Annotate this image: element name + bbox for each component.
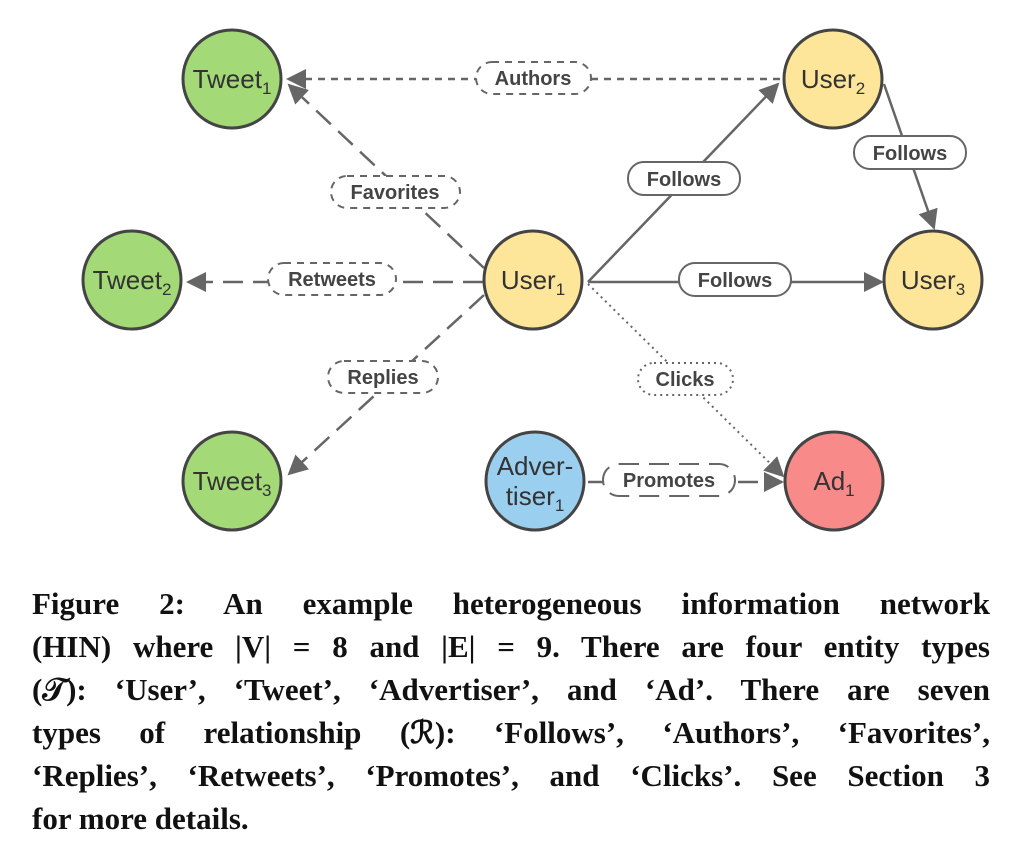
svg-text:Clicks: Clicks	[656, 369, 715, 391]
node-advertiser1-circle	[484, 430, 586, 532]
node-tweet1: Tweet1	[181, 28, 283, 130]
svg-text:Adver-: Adver-	[497, 451, 574, 481]
label-clicks: Clicks	[637, 362, 734, 396]
label-follows-user2: Follows	[627, 161, 741, 196]
node-tweet1-circle	[181, 28, 283, 130]
caption-line-5: ‘Replies’, ‘Retweets’, ‘Promotes’, and ‘…	[32, 758, 990, 793]
caption-line-6: for more details.	[32, 801, 249, 836]
label-authors: Authors	[475, 61, 592, 95]
caption-line-1: Figure 2: An example heterogeneous infor…	[32, 586, 990, 621]
caption-line-3: (𝒯): ‘User’, ‘Tweet’, ‘Advertiser’, and …	[32, 672, 990, 707]
caption-line-2: (HIN) where |V| = 8 and |E| = 9. There a…	[32, 629, 990, 664]
svg-text:Tweet2: Tweet2	[93, 265, 172, 299]
svg-text:Follows: Follows	[698, 270, 772, 292]
svg-text:User1: User1	[501, 265, 565, 299]
svg-text:Authors: Authors	[495, 68, 572, 90]
svg-text:Tweet1: Tweet1	[193, 64, 272, 98]
node-tweet3-circle	[181, 430, 283, 532]
label-favorites: Favorites	[330, 175, 461, 209]
node-user3: User3	[882, 229, 984, 331]
node-user3-circle	[882, 229, 984, 331]
caption-line-4: types of relationship (ℛ): ‘Follows’, ‘A…	[32, 715, 990, 750]
node-ad1: Ad1	[783, 430, 885, 532]
edge-clicks	[587, 283, 785, 478]
node-advertiser1: Adver- tiser1	[484, 430, 586, 532]
label-follows-user3: Follows	[678, 262, 792, 297]
svg-text:Follows: Follows	[647, 169, 721, 191]
svg-text:User3: User3	[901, 265, 965, 299]
svg-text:User2: User2	[801, 64, 865, 98]
node-tweet2: Tweet2	[81, 229, 183, 331]
node-tweet2-circle	[81, 229, 183, 331]
svg-text:Ad1: Ad1	[813, 466, 854, 500]
figure-caption: Figure 2: An example heterogeneous infor…	[32, 582, 990, 840]
node-tweet3: Tweet3	[181, 430, 283, 532]
svg-text:Retweets: Retweets	[288, 269, 376, 291]
node-user2: User2	[782, 28, 884, 130]
svg-text:Promotes: Promotes	[623, 470, 715, 492]
node-user2-circle	[782, 28, 884, 130]
svg-text:Favorites: Favorites	[351, 182, 440, 204]
node-ad1-circle	[783, 430, 885, 532]
node-user1: User1	[482, 229, 584, 331]
label-replies: Replies	[327, 360, 439, 394]
hin-diagram: Authors Favorites Retweets Replies Follo…	[81, 28, 984, 532]
label-retweets: Retweets	[267, 262, 397, 296]
node-user1-circle	[482, 229, 584, 331]
label-follows-user2-user3: Follows	[853, 135, 967, 170]
svg-text:tiser1: tiser1	[506, 481, 565, 515]
label-promotes: Promotes	[602, 463, 736, 497]
svg-text:Tweet3: Tweet3	[193, 466, 272, 500]
svg-text:Follows: Follows	[873, 143, 947, 165]
svg-text:Replies: Replies	[347, 367, 418, 389]
